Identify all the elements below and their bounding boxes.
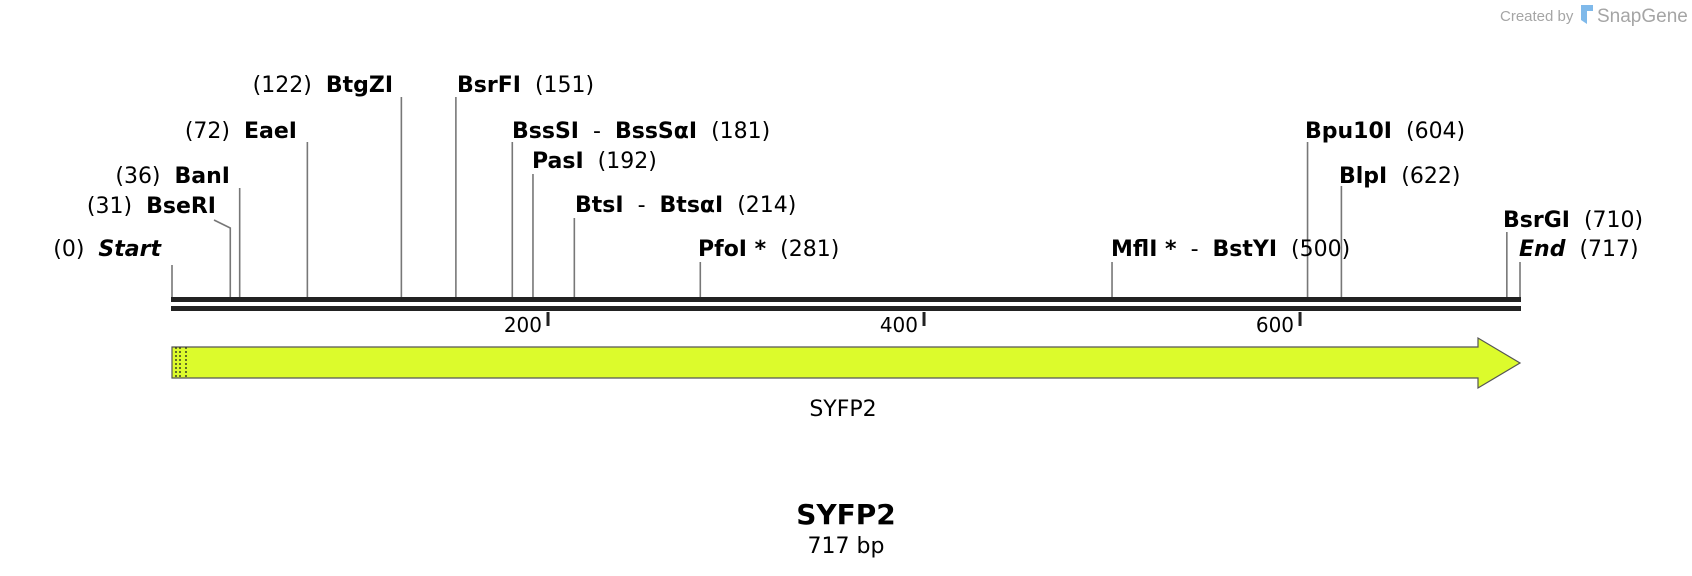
site-bsssi-part-3: (181)	[711, 119, 770, 144]
ruler-tick-600	[1298, 312, 1302, 326]
site-btgzi[interactable]: (122) BtgZI	[253, 73, 393, 98]
site-eaei[interactable]: (72) EaeI	[185, 119, 297, 144]
site-bpu10i-part-0: Bpu10I	[1305, 119, 1392, 144]
map-title: SYFP2	[796, 498, 896, 531]
site-pfoi[interactable]: PfoI * (281)	[698, 237, 839, 262]
credit-brand: SnapGene	[1597, 6, 1688, 27]
sequence-length: 717 bp	[808, 534, 885, 559]
site-start[interactable]: (0) Start	[53, 237, 162, 262]
feature-label: SYFP2	[809, 397, 876, 422]
site-end[interactable]: End (717)	[1519, 237, 1639, 262]
strand-bottom	[171, 306, 1521, 311]
site-end-part-0: End	[1519, 237, 1566, 262]
site-mfli-part-1: -	[1191, 237, 1199, 262]
site-connectors	[171, 97, 1521, 297]
ruler-tick-400	[922, 312, 926, 326]
site-blpi-part-0: BlpI	[1339, 164, 1387, 189]
site-btgzi-part-1: BtgZI	[326, 73, 393, 98]
site-mfli-part-2: BstYI	[1213, 237, 1278, 262]
site-pasi[interactable]: PasI (192)	[532, 149, 657, 174]
credit-prefix: Created by	[1500, 8, 1574, 25]
site-pasi-part-1: (192)	[598, 149, 657, 174]
ruler-tick-label-600: 600	[1256, 313, 1294, 337]
site-bani[interactable]: (36) BanI	[115, 164, 230, 189]
site-bsrgi-part-1: (710)	[1584, 208, 1643, 233]
site-eaei-part-1: EaeI	[244, 119, 297, 144]
site-btsi-part-2: BtsαI	[660, 193, 724, 218]
site-bpu10i-part-1: (604)	[1406, 119, 1465, 144]
site-bseri-part-1: BseRI	[146, 194, 216, 219]
site-pfoi-part-1: (281)	[780, 237, 839, 262]
site-start-part-0: (0)	[53, 237, 84, 262]
site-bpu10i[interactable]: Bpu10I (604)	[1305, 119, 1465, 144]
site-bsrfi[interactable]: BsrFI (151)	[457, 73, 594, 98]
site-bsssi-part-2: BssSαI	[615, 119, 697, 144]
site-eaei-part-0: (72)	[185, 119, 230, 144]
snapgene-logo-icon	[1581, 5, 1593, 24]
site-blpi[interactable]: BlpI (622)	[1339, 164, 1460, 189]
site-pasi-part-0: PasI	[532, 149, 584, 174]
site-bsssi[interactable]: BssSI-BssSαI (181)	[512, 119, 770, 144]
site-btsi-part-1: -	[638, 193, 646, 218]
site-btsi[interactable]: BtsI-BtsαI (214)	[575, 193, 796, 218]
site-bsrfi-part-1: (151)	[535, 73, 594, 98]
site-btsi-part-3: (214)	[737, 193, 796, 218]
site-btgzi-part-0: (122)	[253, 73, 312, 98]
site-bsssi-part-1: -	[593, 119, 601, 144]
site-bseri-part-0: (31)	[87, 194, 132, 219]
feature-syfp2[interactable]: SYFP2	[171, 336, 1522, 422]
site-bani-part-1: BanI	[175, 164, 230, 189]
dna-backbone	[171, 297, 1521, 311]
ruler-tick-label-200: 200	[504, 313, 542, 337]
site-blpi-part-1: (622)	[1401, 164, 1460, 189]
ruler: 200 400 600	[504, 312, 1302, 337]
site-mfli-part-0: MflI *	[1111, 237, 1177, 262]
ruler-tick-label-400: 400	[880, 313, 918, 337]
site-bsrgi[interactable]: BsrGI (710)	[1503, 208, 1643, 233]
site-btsi-part-0: BtsI	[575, 193, 624, 218]
site-bseri[interactable]: (31) BseRI	[87, 194, 216, 219]
site-pfoi-part-0: PfoI *	[698, 237, 767, 262]
site-end-part-1: (717)	[1579, 237, 1638, 262]
site-bani-part-0: (36)	[115, 164, 160, 189]
ruler-tick-200	[546, 312, 550, 326]
strand-top	[171, 297, 1521, 302]
site-bsrfi-part-0: BsrFI	[457, 73, 521, 98]
restriction-sites: (0) Start (31) BseRI (36) BanI (72) EaeI (122) Bt…	[53, 73, 1643, 262]
connector-bseri	[213, 219, 232, 297]
site-bsrgi-part-0: BsrGI	[1503, 208, 1570, 233]
site-bsssi-part-0: BssSI	[512, 119, 579, 144]
site-start-part-1: Start	[98, 237, 162, 262]
site-mfli-part-3: (500)	[1291, 237, 1350, 262]
credit: Created by SnapGene	[1500, 5, 1688, 27]
site-mfli[interactable]: MflI *-BstYI (500)	[1111, 237, 1350, 262]
feature-arrow[interactable]	[171, 336, 1522, 390]
